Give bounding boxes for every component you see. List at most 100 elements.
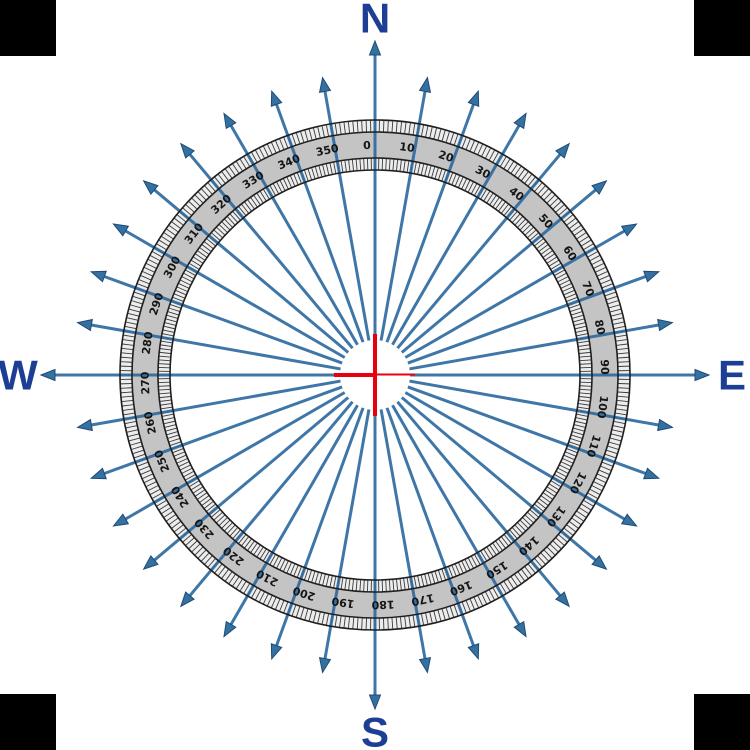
inner-degree-tick — [569, 304, 580, 309]
degree-ray-310 — [151, 186, 350, 354]
degree-label-10: 10 — [398, 140, 415, 155]
degree-ray-70 — [407, 274, 649, 365]
inner-degree-tick — [403, 578, 406, 590]
inner-degree-tick — [160, 348, 171, 351]
outer-degree-tick — [391, 121, 394, 133]
outer-degree-tick — [236, 579, 243, 589]
outer-degree-tick — [201, 188, 210, 198]
outer-degree-tick — [433, 128, 437, 139]
inner-degree-tick — [517, 522, 526, 531]
outer-degree-tick — [569, 521, 579, 529]
inner-degree-tick — [577, 406, 589, 410]
degree-label-100: 100 — [594, 395, 610, 420]
inner-degree-tick — [286, 562, 292, 573]
inner-degree-tick — [170, 304, 181, 309]
outer-degree-tick — [521, 569, 529, 579]
arrow-head-60 — [620, 223, 638, 237]
arrow-head-210 — [223, 620, 237, 638]
inner-degree-tick — [489, 195, 497, 205]
outer-degree-tick — [558, 207, 568, 216]
inner-degree-tick — [420, 575, 425, 586]
outer-degree-tick — [129, 308, 140, 313]
outer-degree-tick — [188, 540, 198, 549]
outer-degree-tick — [326, 125, 329, 136]
inner-degree-tick — [549, 483, 559, 491]
cardinal-label-w: W — [0, 352, 38, 399]
outer-degree-tick — [168, 225, 179, 233]
outer-degree-tick — [492, 152, 499, 163]
outer-degree-tick — [125, 421, 136, 424]
outer-degree-tick — [581, 239, 591, 247]
corner-square-top-right — [694, 0, 750, 56]
inner-degree-tick — [427, 165, 432, 177]
outer-degree-tick — [137, 283, 148, 289]
inner-degree-tick — [229, 213, 238, 223]
inner-degree-tick — [293, 174, 299, 185]
inner-degree-tick — [573, 427, 585, 432]
inner-degree-tick — [420, 164, 425, 175]
inner-degree-tick — [307, 169, 312, 180]
inner-degree-tick — [297, 172, 302, 184]
inner-degree-tick — [250, 197, 258, 207]
inner-degree-tick — [480, 189, 487, 199]
outer-degree-tick — [613, 321, 624, 325]
inner-degree-tick — [193, 486, 203, 494]
inner-degree-tick — [175, 454, 186, 460]
degree-ray-160 — [385, 407, 476, 649]
arrow-head-70 — [643, 270, 661, 283]
arrow-head-180 — [368, 694, 382, 711]
inner-degree-tick — [304, 170, 309, 181]
outer-degree-tick — [606, 295, 618, 301]
inner-degree-tick — [199, 495, 209, 503]
outer-degree-tick — [361, 120, 363, 132]
outer-degree-tick — [300, 131, 305, 143]
inner-degree-tick — [227, 525, 236, 534]
degree-ray-60 — [404, 228, 628, 359]
outer-degree-tick — [481, 593, 487, 604]
outer-degree-tick — [251, 587, 258, 598]
inner-degree-tick — [160, 344, 172, 347]
outer-degree-tick — [453, 134, 459, 145]
outer-degree-tick — [152, 492, 163, 499]
inner-degree-tick — [399, 160, 402, 171]
inner-degree-tick — [388, 580, 391, 591]
inner-degree-tick — [538, 244, 549, 252]
inner-degree-tick — [451, 565, 457, 576]
inner-degree-tick — [501, 536, 509, 546]
inner-degree-tick — [273, 183, 279, 194]
arrow-head-200 — [270, 643, 283, 661]
degree-ray-100 — [409, 379, 662, 428]
outer-degree-tick — [126, 321, 137, 325]
inner-degree-tick — [464, 559, 471, 570]
inner-degree-tick — [160, 403, 172, 406]
inner-degree-tick — [283, 178, 289, 189]
inner-degree-tick — [571, 311, 583, 316]
outer-degree-tick — [514, 166, 522, 176]
degree-ray-320 — [186, 151, 354, 350]
outer-degree-tick — [339, 123, 342, 134]
inner-degree-tick — [348, 579, 351, 590]
inner-degree-tick — [174, 293, 185, 299]
inner-degree-tick — [165, 427, 177, 432]
outer-degree-tick — [291, 605, 297, 616]
inner-degree-tick — [180, 279, 191, 286]
outer-degree-tick — [540, 188, 549, 198]
inner-degree-tick — [578, 403, 590, 406]
degree-ray-260 — [88, 379, 341, 428]
inner-degree-tick — [355, 159, 358, 171]
outer-degree-tick — [361, 618, 363, 630]
outer-degree-tick — [461, 602, 467, 613]
inner-degree-tick — [175, 290, 186, 296]
cardinal-label-s: S — [361, 709, 389, 750]
outer-degree-tick — [465, 600, 471, 612]
outer-degree-tick — [243, 583, 250, 594]
outer-degree-tick — [138, 279, 150, 285]
outer-degree-tick — [214, 564, 223, 573]
inner-degree-tick — [512, 527, 521, 537]
inner-degree-tick — [572, 431, 584, 436]
outer-degree-tick — [121, 356, 133, 359]
outer-degree-tick — [485, 148, 491, 159]
outer-degree-tick — [543, 191, 553, 201]
outer-degree-tick — [188, 201, 198, 210]
outer-degree-tick — [617, 352, 629, 355]
